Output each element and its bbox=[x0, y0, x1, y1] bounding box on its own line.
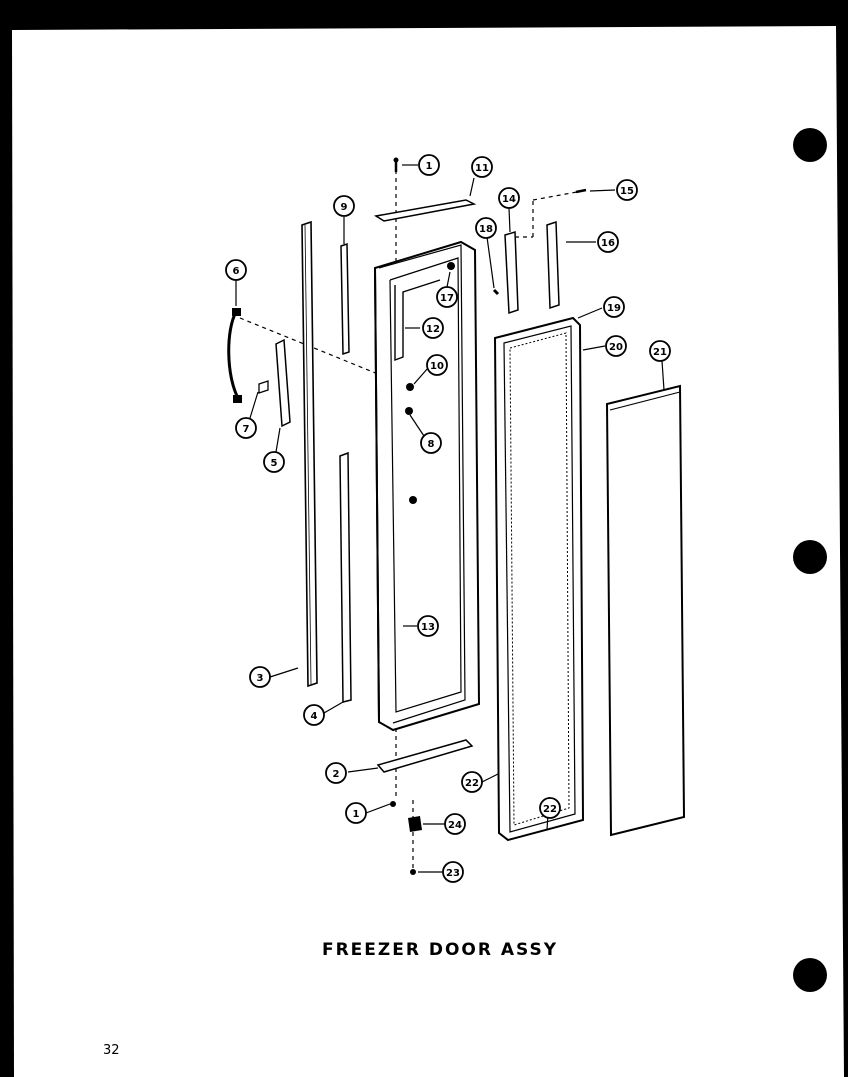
binding-hole-top bbox=[793, 128, 827, 162]
callout-number: 19 bbox=[607, 303, 621, 314]
callout-number: 5 bbox=[271, 458, 278, 469]
callout-number: 18 bbox=[479, 224, 493, 235]
callout-number: 24 bbox=[448, 820, 462, 831]
callout-number: 16 bbox=[601, 238, 615, 249]
plug-17 bbox=[447, 262, 455, 270]
hinge-cap bbox=[546, 220, 560, 310]
callout-number: 6 bbox=[233, 266, 240, 277]
callout-18: 18 bbox=[475, 217, 497, 239]
callout-20: 20 bbox=[605, 335, 627, 357]
diagram-title: FREEZER DOOR ASSY bbox=[321, 940, 559, 960]
callout-24: 24 bbox=[444, 813, 466, 835]
callout-number: 22 bbox=[543, 804, 557, 815]
callout-4: 4 bbox=[303, 704, 325, 726]
door-panel bbox=[605, 384, 686, 837]
callout-5: 5 bbox=[263, 451, 285, 473]
plug-18-lower bbox=[409, 496, 417, 504]
callout-number: 3 bbox=[257, 673, 264, 684]
binding-hole-bottom bbox=[793, 958, 827, 992]
callout-1: 1 bbox=[345, 802, 367, 824]
trim-strip-lower bbox=[339, 451, 352, 703]
callout-21: 21 bbox=[649, 340, 671, 362]
screw-bottom bbox=[390, 801, 396, 807]
callout-number: 1 bbox=[353, 809, 360, 820]
callout-11: 11 bbox=[471, 156, 493, 178]
bottom-hinge bbox=[376, 739, 474, 773]
plug-10 bbox=[406, 383, 414, 391]
page-number: 32 bbox=[103, 1043, 120, 1058]
door-gasket bbox=[493, 316, 585, 842]
callout-number: 11 bbox=[475, 163, 489, 174]
callout-16: 16 bbox=[597, 231, 619, 253]
callout-number: 10 bbox=[430, 361, 444, 372]
callout-number: 8 bbox=[428, 439, 435, 450]
callout-17: 17 bbox=[436, 286, 458, 308]
leader-lines bbox=[235, 164, 665, 873]
callout-14: 14 bbox=[498, 187, 520, 209]
plug-8 bbox=[405, 407, 413, 415]
callout-13: 13 bbox=[417, 615, 439, 637]
callout-9: 9 bbox=[333, 195, 355, 217]
callout-15: 15 bbox=[616, 179, 638, 201]
callout-number: 22 bbox=[465, 778, 479, 789]
callout-7: 7 bbox=[235, 417, 257, 439]
callout-8: 8 bbox=[420, 432, 442, 454]
callout-number: 20 bbox=[609, 342, 623, 353]
hinge-pin bbox=[408, 816, 422, 832]
callout-1: 1 bbox=[418, 154, 440, 176]
callout-number: 21 bbox=[653, 347, 667, 358]
binding-hole-middle bbox=[793, 540, 827, 574]
callout-3: 3 bbox=[249, 666, 271, 688]
callout-22: 22 bbox=[539, 797, 561, 819]
door-frame bbox=[373, 240, 481, 732]
callout-23: 23 bbox=[442, 861, 464, 883]
callout-number: 12 bbox=[426, 324, 440, 335]
callout-number: 4 bbox=[311, 711, 318, 722]
callout-number: 13 bbox=[421, 622, 435, 633]
trim-strip-upper bbox=[340, 242, 350, 356]
handle-clip bbox=[258, 380, 269, 394]
callout-number: 17 bbox=[440, 293, 454, 304]
callout-number: 7 bbox=[243, 424, 250, 435]
callout-number: 15 bbox=[620, 186, 634, 197]
hinge-cover bbox=[504, 231, 519, 315]
handle-bracket bbox=[275, 338, 291, 428]
callout-number: 1 bbox=[426, 161, 433, 172]
screw-15 bbox=[575, 188, 587, 194]
callout-6: 6 bbox=[225, 259, 247, 281]
inner-bracket bbox=[394, 279, 441, 362]
callout-number: 14 bbox=[502, 194, 516, 205]
callout-number: 2 bbox=[333, 769, 340, 780]
door-handle bbox=[227, 311, 240, 399]
callout-22: 22 bbox=[461, 771, 483, 793]
callout-number: 9 bbox=[341, 202, 348, 213]
top-hinge-plate bbox=[373, 199, 477, 222]
callout-12: 12 bbox=[422, 317, 444, 339]
washer-23 bbox=[410, 869, 416, 875]
callout-2: 2 bbox=[325, 762, 347, 784]
handle-trim-long bbox=[301, 220, 318, 688]
callout-number: 23 bbox=[446, 868, 460, 879]
callout-10: 10 bbox=[426, 354, 448, 376]
callout-19: 19 bbox=[603, 296, 625, 318]
